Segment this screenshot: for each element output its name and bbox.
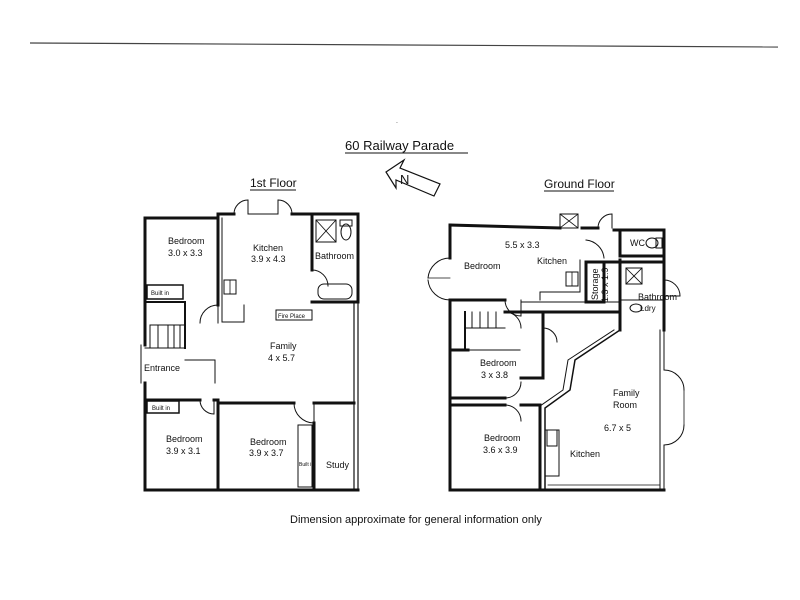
top-rule bbox=[29, 42, 779, 48]
ff-bedroom-nw-dim: 3.0 x 3.3 bbox=[168, 248, 203, 258]
ff-fire-place: Fire Place bbox=[278, 314, 306, 320]
ff-kitchen-dim: 3.9 x 4.3 bbox=[251, 254, 286, 264]
gf-bedroom-mid-name: Bedroom bbox=[480, 358, 517, 368]
ff-bathroom-name: Bathroom bbox=[315, 251, 354, 261]
ff-bedroom-sw-dim: 3.9 x 3.1 bbox=[166, 446, 201, 456]
gf-bedroom-bottom-dim: 3.6 x 3.9 bbox=[483, 445, 518, 455]
ff-bedroom-s-dim: 3.9 x 3.7 bbox=[249, 448, 284, 458]
gf-family-room-name2: Room bbox=[613, 400, 637, 410]
gf-wc: WC bbox=[630, 238, 645, 248]
gf-bathroom-name: Bathroom bbox=[638, 292, 677, 302]
ff-bedroom-s-name: Bedroom bbox=[250, 437, 287, 447]
ff-family-dim: 4 x 5.7 bbox=[268, 353, 295, 363]
ff-study: Study bbox=[326, 460, 350, 470]
ff-kitchen-name: Kitchen bbox=[253, 243, 283, 253]
first-floor-labels: Bedroom 3.0 x 3.3 Kitchen 3.9 x 4.3 Bath… bbox=[144, 236, 354, 470]
gf-kitchen-top-name: Kitchen bbox=[537, 256, 567, 266]
ff-built-in-bottom: Built in bbox=[152, 406, 170, 412]
gf-family-room-dim: 6.7 x 5 bbox=[604, 423, 631, 433]
gf-storage-label: Storage 1.3 x 1.9 bbox=[590, 267, 610, 302]
disclaimer-note: Dimension approximate for general inform… bbox=[290, 514, 542, 526]
ff-bedroom-sw-name: Bedroom bbox=[166, 434, 203, 444]
gf-bedroom-top-dim: 5.5 x 3.3 bbox=[505, 240, 540, 250]
first-floor-plan bbox=[140, 199, 360, 492]
north-label: N bbox=[400, 172, 409, 187]
gf-kitchen-bottom-name: Kitchen bbox=[570, 449, 600, 459]
ground-floor-heading: Ground Floor bbox=[544, 177, 615, 191]
gf-bathroom-sub: Ldry bbox=[640, 304, 656, 313]
gf-bedroom-top-name: Bedroom bbox=[464, 261, 501, 271]
gf-family-room-name: Family bbox=[613, 388, 640, 398]
plan-title: 60 Railway Parade bbox=[345, 138, 454, 153]
north-arrow-icon: N bbox=[385, 158, 441, 197]
first-floor-heading: 1st Floor bbox=[250, 176, 297, 190]
ff-entrance: Entrance bbox=[144, 363, 180, 373]
ff-built-in-top: Built in bbox=[151, 291, 169, 297]
ff-bedroom-nw-name: Bedroom bbox=[168, 236, 205, 246]
stray-mark: ˙ bbox=[396, 121, 399, 130]
gf-storage-dim: 1.3 x 1.9 bbox=[600, 267, 610, 302]
ground-floor-labels: 5.5 x 3.3 Bedroom Kitchen Storage 1.3 x … bbox=[464, 238, 677, 459]
gf-bedroom-mid-dim: 3 x 3.8 bbox=[481, 370, 508, 380]
gf-storage-name: Storage bbox=[590, 268, 600, 300]
ff-family-name: Family bbox=[270, 341, 297, 351]
gf-bedroom-bottom-name: Bedroom bbox=[484, 433, 521, 443]
ground-floor-plan bbox=[427, 213, 685, 492]
ff-built-in-side: Built in bbox=[299, 462, 314, 468]
